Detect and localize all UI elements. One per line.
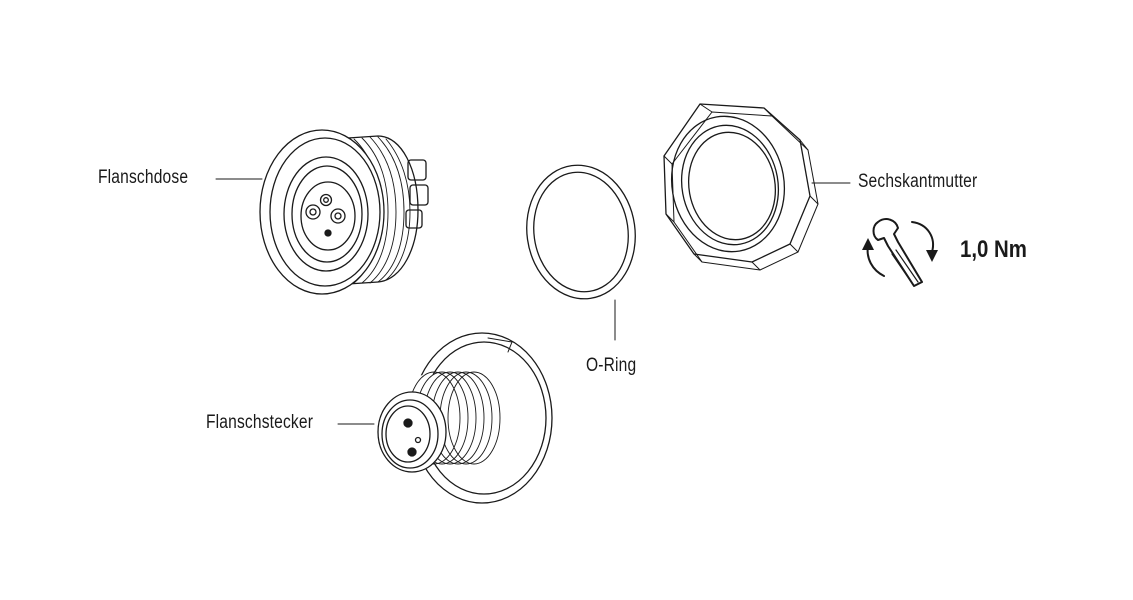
wrench-rotate-icon [862, 218, 938, 287]
flange-plug-part [377, 332, 553, 504]
torque-value: 1,0 Nm [960, 236, 1027, 263]
flange-socket-part [259, 129, 429, 295]
hex-nut-part [663, 103, 819, 271]
oring-label: O-Ring [586, 355, 637, 376]
o-ring-part [526, 164, 636, 300]
plug-label: Flanschstecker [206, 412, 314, 433]
nut-label: Sechskantmutter [858, 171, 978, 192]
socket-label: Flanschdose [98, 167, 189, 188]
